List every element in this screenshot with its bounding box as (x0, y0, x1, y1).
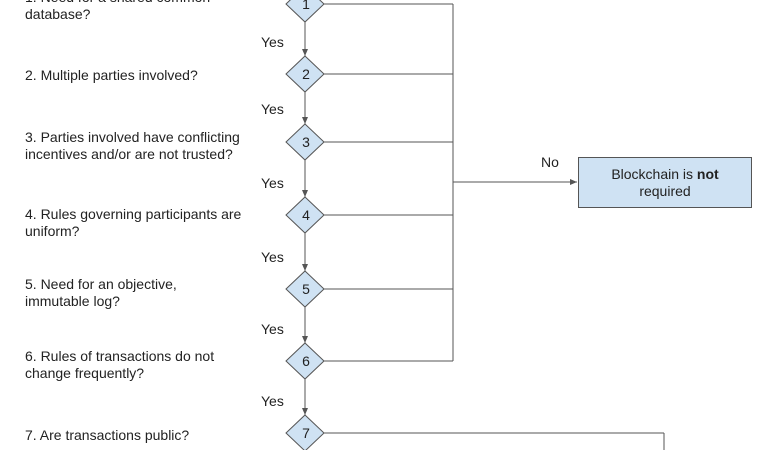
diamond-number-6: 6 (302, 353, 310, 369)
decision-diamond-1 (285, 0, 325, 23)
question-3-label: 3. Parties involved have conflicting inc… (25, 129, 240, 162)
diamond-number-1: 1 (302, 0, 310, 12)
result-box-not-required: Blockchain is not required (578, 157, 752, 208)
result-prefix: Blockchain is (611, 165, 697, 182)
decision-diamond-2 (285, 55, 325, 93)
yes-label-2: Yes (261, 101, 284, 117)
diamond-number-4: 4 (302, 207, 310, 223)
diamond-number-7: 7 (302, 425, 310, 441)
result-line-2: required (639, 182, 691, 199)
yes-label-5: Yes (261, 321, 284, 337)
question-7-label: 7. Are transactions public? (25, 427, 190, 443)
decision-diamond-7 (285, 414, 325, 450)
decision-diamond-5 (285, 270, 325, 308)
decision-diamond-6 (285, 342, 325, 380)
yes-label-4: Yes (261, 249, 284, 265)
diamond-number-3: 3 (302, 134, 310, 150)
yes-label-1: Yes (261, 34, 284, 50)
question-4-label: 4. Rules governing participants are unif… (25, 206, 242, 239)
diamond-number-5: 5 (302, 281, 310, 297)
question-2-label: 2. Multiple parties involved? (25, 67, 198, 83)
question-6-label: 6. Rules of transactions do not change f… (25, 348, 215, 381)
result-line-1: Blockchain is not (579, 166, 751, 183)
yes-label-6: Yes (261, 393, 284, 409)
decision-diamond-4 (285, 196, 325, 234)
question-1-label: 1. Need for a shared common database? (25, 0, 210, 22)
result-emphasis: not (696, 165, 719, 182)
yes-label-3: Yes (261, 175, 284, 191)
question-5-label: 5. Need for an objective, immutable log? (25, 276, 177, 309)
decision-diamond-3 (285, 123, 325, 161)
no-label: No (541, 154, 559, 170)
diamond-number-2: 2 (302, 66, 310, 82)
